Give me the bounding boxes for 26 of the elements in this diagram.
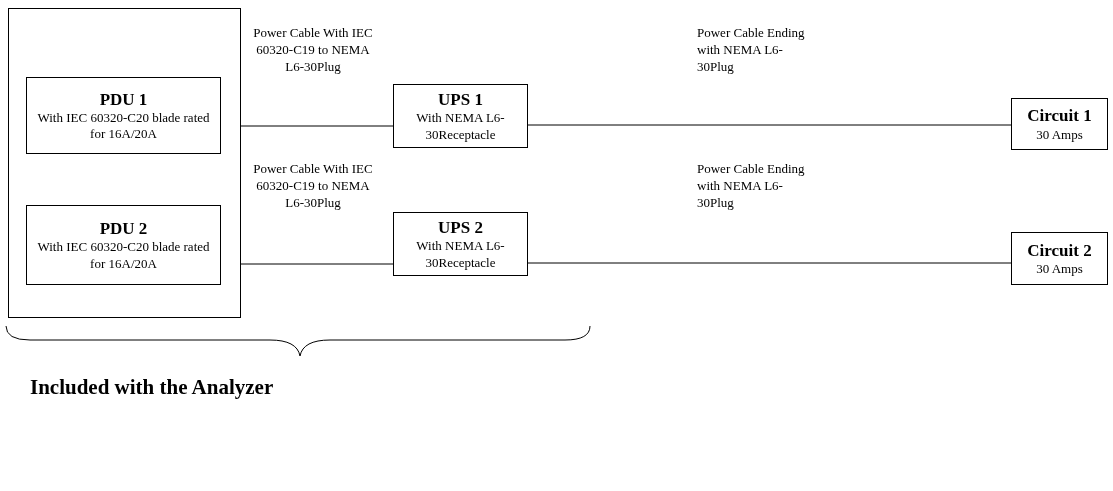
device-box <box>26 205 221 285</box>
box-title: Circuit 2 <box>1027 239 1092 261</box>
edge-label: Power Cable With IEC 60320-C19 to NEMA L6-30Plug <box>252 24 374 75</box>
box-description: 30 Amps <box>1036 126 1083 143</box>
caption-text: Included with the Analyzer <box>30 374 274 401</box>
power-cable-line <box>527 124 1012 126</box>
box-description: With IEC 60320-C20 blade rated for 16A/20A <box>36 109 211 143</box>
edge-label: Power Cable With IEC 60320-C19 to NEMA L6-30Plug <box>252 160 374 211</box>
device-box <box>26 77 221 154</box>
edge-label: Power Cable Ending with NEMA L6-30Plug <box>697 160 806 211</box>
enclosure-box <box>8 8 241 318</box>
box-title: PDU 2 <box>99 218 148 240</box>
box-description: 30 Amps <box>1036 261 1083 278</box>
device-box <box>1011 232 1108 285</box>
box-title: UPS 2 <box>438 217 483 239</box>
box-title: Circuit 1 <box>1027 105 1092 127</box>
device-box <box>1011 98 1108 150</box>
box-description: With IEC 60320-C20 blade rated for 16A/20A <box>36 239 211 272</box>
box-description: With NEMA L6-30Receptacle <box>415 110 506 143</box>
edge-label: Power Cable Ending with NEMA L6-30Plug <box>697 24 806 75</box>
device-box <box>393 212 528 276</box>
box-title: PDU 1 <box>99 88 148 110</box>
box-title: UPS 1 <box>438 89 483 111</box>
box-description: With NEMA L6-30Receptacle <box>415 238 506 271</box>
device-box <box>393 84 528 148</box>
power-cable-line <box>527 262 1012 264</box>
